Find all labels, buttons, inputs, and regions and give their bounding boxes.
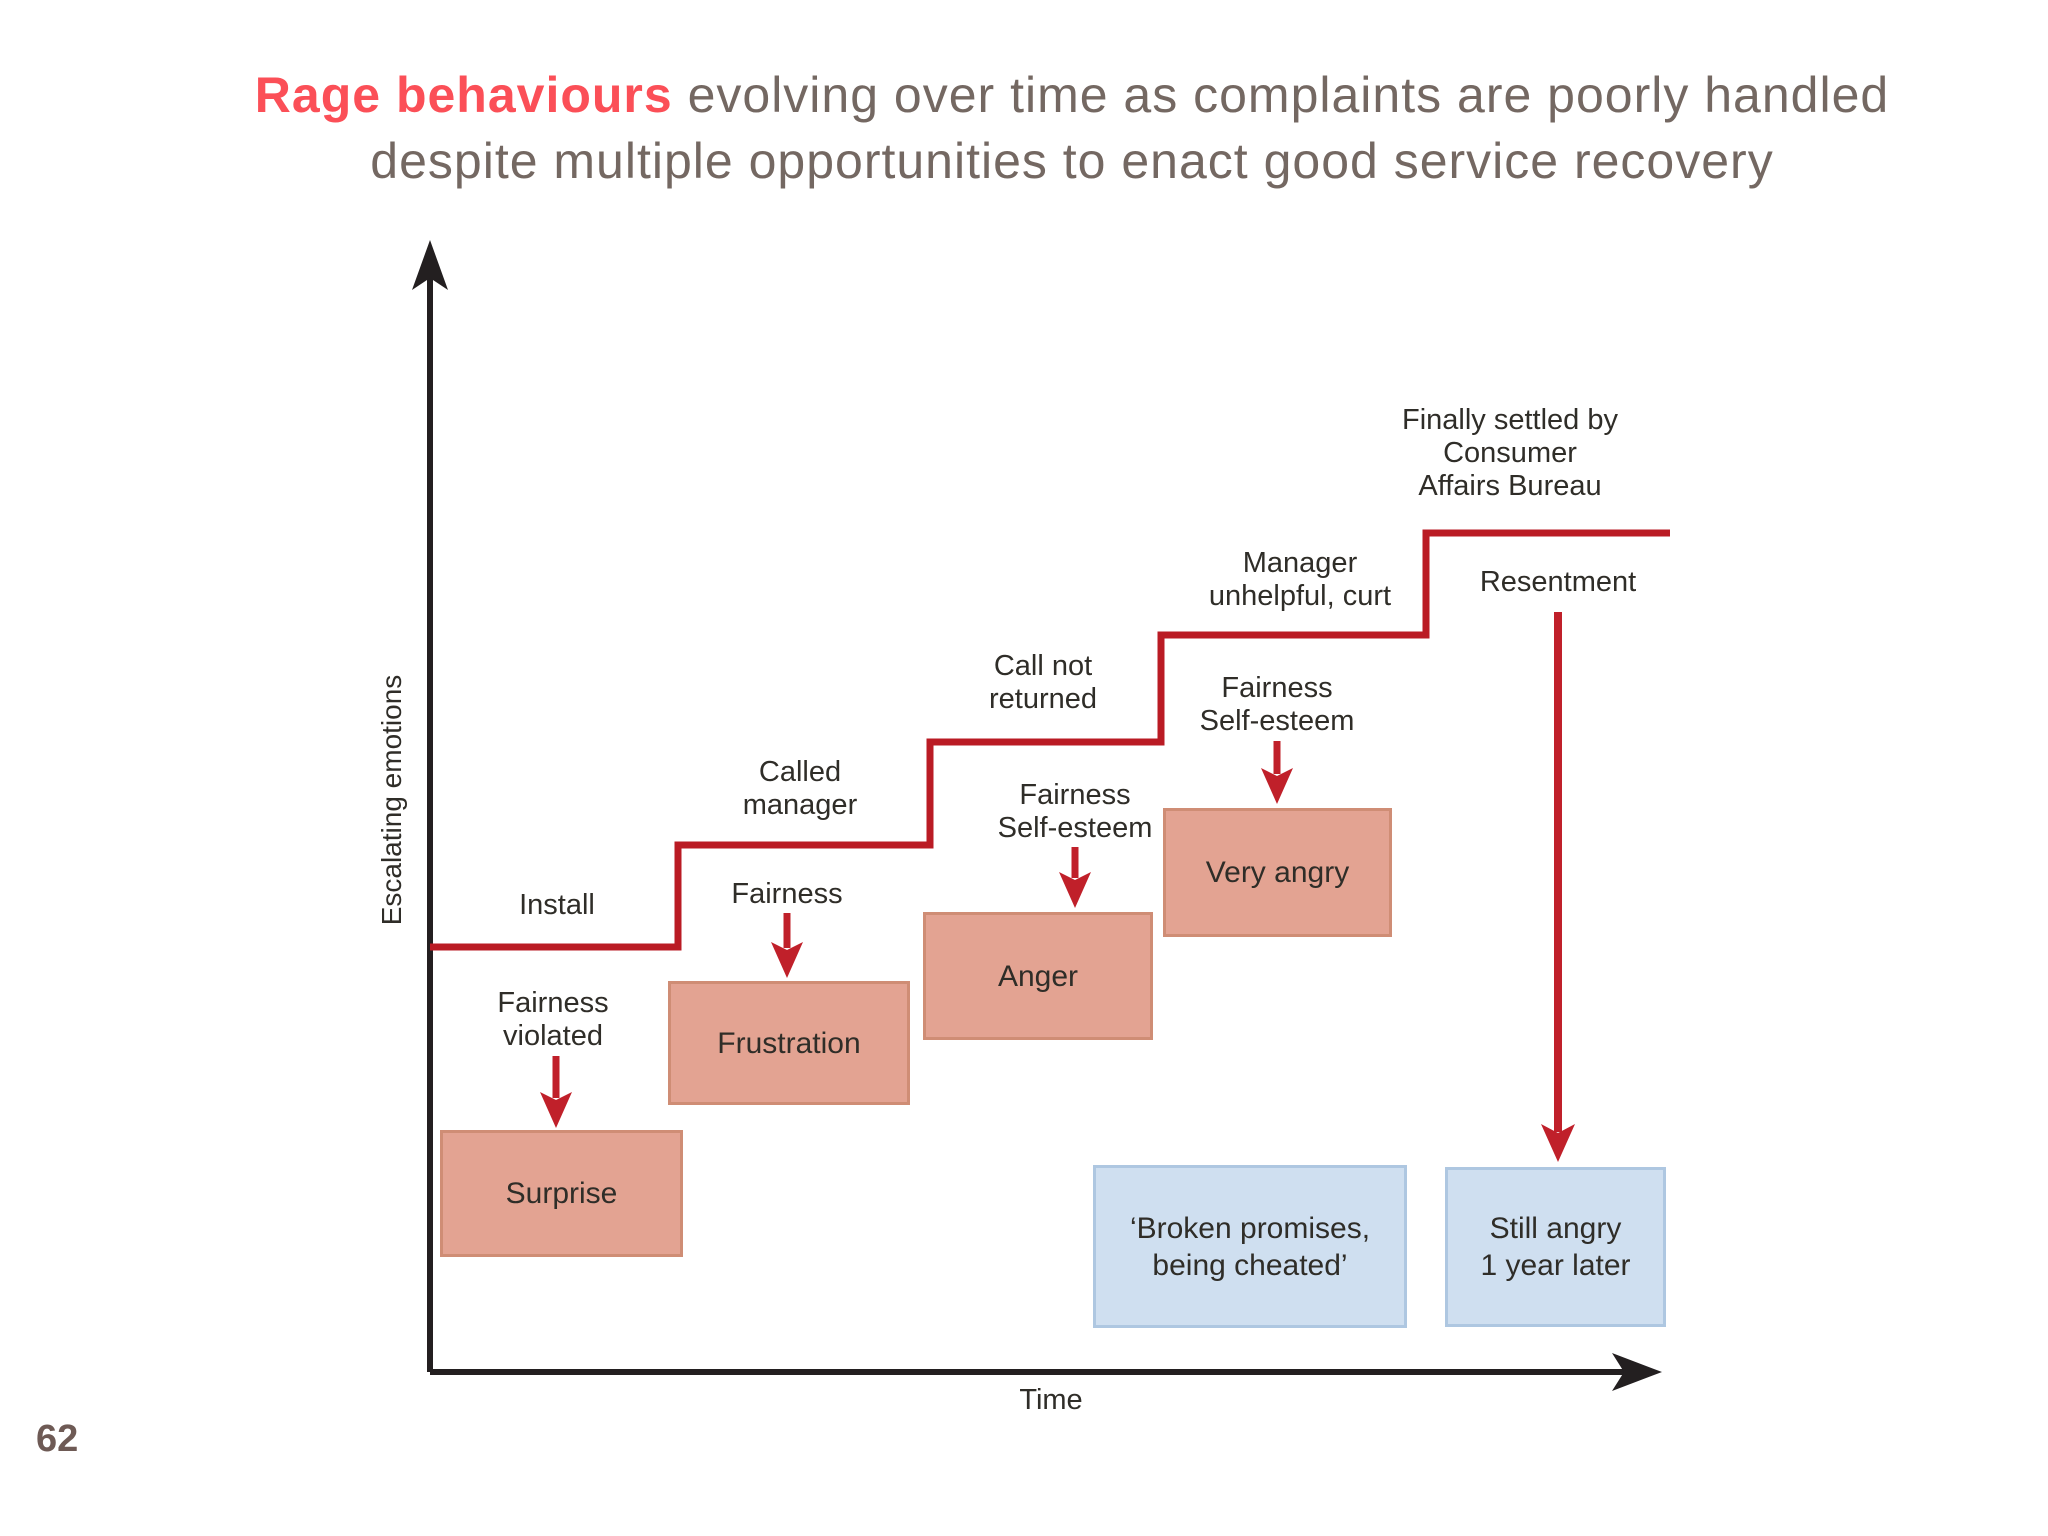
step-event-call-not-returned: Call not returned xyxy=(988,650,1097,715)
trigger-fairness: Fairness xyxy=(731,878,843,910)
slide-title-line2: despite multiple opportunities to enact … xyxy=(370,133,1774,189)
step-event-finally-settled: Finally settled by Consumer Affairs Bure… xyxy=(1402,404,1618,502)
slide-title-accent: Rage behaviours xyxy=(254,67,673,123)
step-event-called-manager: Called manager xyxy=(742,756,858,821)
slide-title-line1: Rage behaviours evolving over time as co… xyxy=(96,62,2048,128)
trigger-arrow-3-head xyxy=(1059,872,1091,908)
trigger-arrow-2-head xyxy=(771,942,803,978)
emotion-box-frustration: Frustration xyxy=(668,981,910,1105)
step-line xyxy=(430,529,1670,951)
slide-title: Rage behaviours evolving over time as co… xyxy=(96,62,2048,194)
y-axis-arrowhead xyxy=(412,240,448,290)
emotion-box-anger: Anger xyxy=(923,912,1153,1040)
page-number: 62 xyxy=(36,1418,79,1460)
emotion-box-still-angry: Still angry 1 year later xyxy=(1445,1167,1666,1327)
trigger-resentment: Resentment xyxy=(1479,566,1637,598)
trigger-arrow-1-head xyxy=(540,1092,572,1128)
step-event-manager-unhelpful: Manager unhelpful, curt xyxy=(1208,547,1392,612)
x-axis-arrowhead xyxy=(1612,1353,1662,1391)
emotion-box-surprise: Surprise xyxy=(440,1130,683,1257)
step-event-install: Install xyxy=(519,889,595,921)
emotion-box-very-angry: Very angry xyxy=(1163,808,1392,937)
resentment-arrow-head xyxy=(1541,1124,1575,1162)
slide-title-line1-rest: evolving over time as complaints are poo… xyxy=(672,67,1890,123)
quote-box-broken-promises: ‘Broken promises, being cheated’ xyxy=(1093,1165,1407,1328)
trigger-fairness-violated: Fairness violated xyxy=(497,987,609,1052)
y-axis-label: Escalating emotions xyxy=(376,674,407,926)
x-axis-label: Time xyxy=(1019,1384,1083,1416)
trigger-fairness-self-esteem-1: Fairness Self-esteem xyxy=(997,779,1153,844)
trigger-arrow-4-head xyxy=(1261,768,1293,804)
trigger-fairness-self-esteem-2: Fairness Self-esteem xyxy=(1199,672,1355,737)
